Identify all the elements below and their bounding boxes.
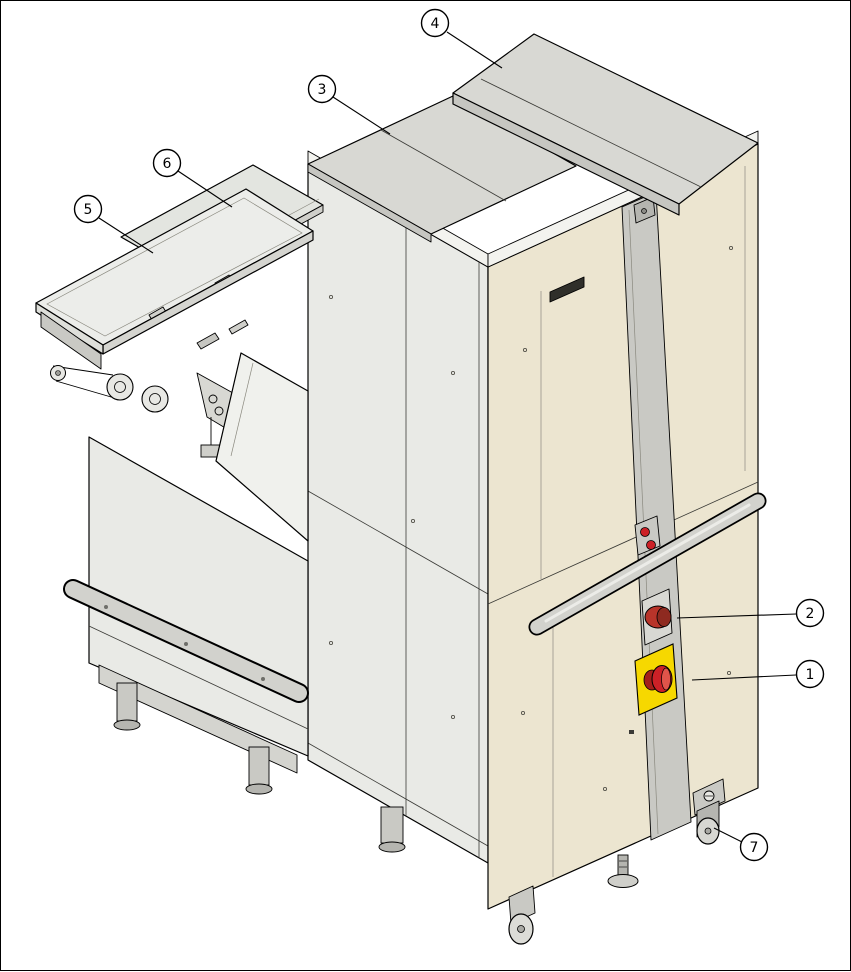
cover3-front-edge: [307, 163, 432, 243]
leveling-foot-post: [116, 682, 138, 722]
callout-circle: [739, 832, 769, 862]
roller-hub: [149, 393, 161, 405]
machine-base-left: [63, 436, 406, 853]
callout-6: 6: [152, 148, 233, 208]
callout-leader: [177, 170, 233, 208]
foot-pad: [245, 783, 273, 795]
callout-3: 3: [307, 74, 391, 135]
cover-seam: [480, 78, 702, 188]
callout-circle: [795, 598, 825, 628]
belt-bottom: [55, 380, 119, 400]
callout-leader: [332, 96, 391, 135]
chute-fold: [230, 362, 254, 457]
callout-circle: [73, 194, 103, 224]
table-drive-assembly: [40, 311, 234, 458]
base-seam: [88, 625, 309, 730]
screw-dot: [410, 518, 416, 524]
knob-face[interactable]: [656, 607, 672, 627]
caster-fork: [508, 885, 536, 925]
hinge-pin-red: [646, 540, 656, 550]
bolt-dot: [261, 677, 265, 681]
feed-table: [35, 188, 314, 355]
table-left-edge: [35, 302, 104, 355]
callout-4: 4: [420, 8, 503, 69]
hinge-pin: [641, 208, 647, 214]
foot-spindle: [617, 854, 629, 878]
panel-seam: [307, 490, 489, 595]
callout-leader: [691, 674, 797, 681]
callout-2: 2: [676, 598, 825, 628]
door-handle-bar[interactable]: [528, 492, 767, 636]
screw-dot: [450, 370, 456, 376]
callout-circle: [152, 148, 182, 178]
callout-number: 2: [806, 606, 815, 622]
foot-pad: [378, 841, 406, 853]
callout-1: 1: [691, 659, 825, 689]
roller-hub: [114, 381, 126, 393]
cover4-front-edge: [452, 92, 680, 216]
drive-housing: [40, 311, 102, 370]
wheel-hub: [517, 925, 525, 933]
panel-seam: [307, 742, 489, 847]
door-split-seam: [487, 481, 759, 605]
screw-dot: [328, 640, 334, 646]
center-leveling-foot: [607, 854, 639, 888]
screw-dot: [450, 714, 456, 720]
callout-circle: [307, 74, 337, 104]
callout-number: 1: [806, 667, 815, 683]
callout-number: 5: [84, 202, 93, 218]
top-cover-right: [452, 33, 759, 216]
callout-leader: [676, 613, 797, 619]
front-right-doors: [487, 130, 759, 910]
callout-leader: [446, 31, 503, 69]
screw-dot: [726, 670, 732, 676]
estop-mushroom-face[interactable]: [661, 667, 671, 691]
screw-dot: [728, 245, 734, 251]
rear-caster: [692, 778, 726, 845]
callout-circle: [795, 659, 825, 689]
feed-roller: [141, 385, 169, 413]
emergency-stop-button[interactable]: [634, 643, 678, 716]
bolt-dot: [104, 605, 108, 609]
front-caster: [508, 885, 536, 945]
callout-number: 7: [750, 840, 759, 856]
callout-circle: [420, 8, 450, 38]
callout-leader: [98, 217, 154, 254]
foot-pad: [607, 874, 639, 888]
screw-dot: [328, 294, 334, 300]
screw-dot: [522, 347, 528, 353]
name-plate: [549, 276, 585, 303]
feed-roller: [106, 373, 134, 401]
bolt-dot: [184, 642, 188, 646]
tower-front-panels: [307, 150, 489, 864]
latch-slot: [629, 730, 634, 734]
callout-5: 5: [73, 194, 154, 254]
leveling-foot-post: [248, 746, 270, 786]
table-rim: [46, 197, 303, 337]
callout-number: 4: [431, 16, 440, 32]
bolt-head: [214, 406, 224, 416]
callout-7: 7: [713, 827, 769, 862]
base-skirt: [98, 664, 298, 774]
red-control-knob[interactable]: [641, 588, 673, 646]
screw-dot: [520, 710, 526, 716]
bolt-head: [208, 394, 218, 404]
leveling-foot-post: [380, 806, 404, 844]
cover-seam: [380, 129, 507, 202]
hinge-pin-red: [640, 527, 650, 537]
pulley-hub: [55, 370, 61, 376]
wheel-hub: [704, 827, 712, 835]
paper-guide: [228, 319, 249, 335]
callout-number: 3: [318, 82, 327, 98]
callout-number: 6: [163, 156, 172, 172]
foot-pad: [113, 719, 141, 731]
handle-highlight: [544, 503, 751, 623]
bumper-rail: [65, 581, 307, 701]
delivery-chute: [215, 352, 309, 542]
screw-dot: [602, 786, 608, 792]
chute-face: [215, 352, 309, 542]
callout-leader: [713, 827, 743, 843]
side-lay-bracket: [196, 332, 220, 350]
